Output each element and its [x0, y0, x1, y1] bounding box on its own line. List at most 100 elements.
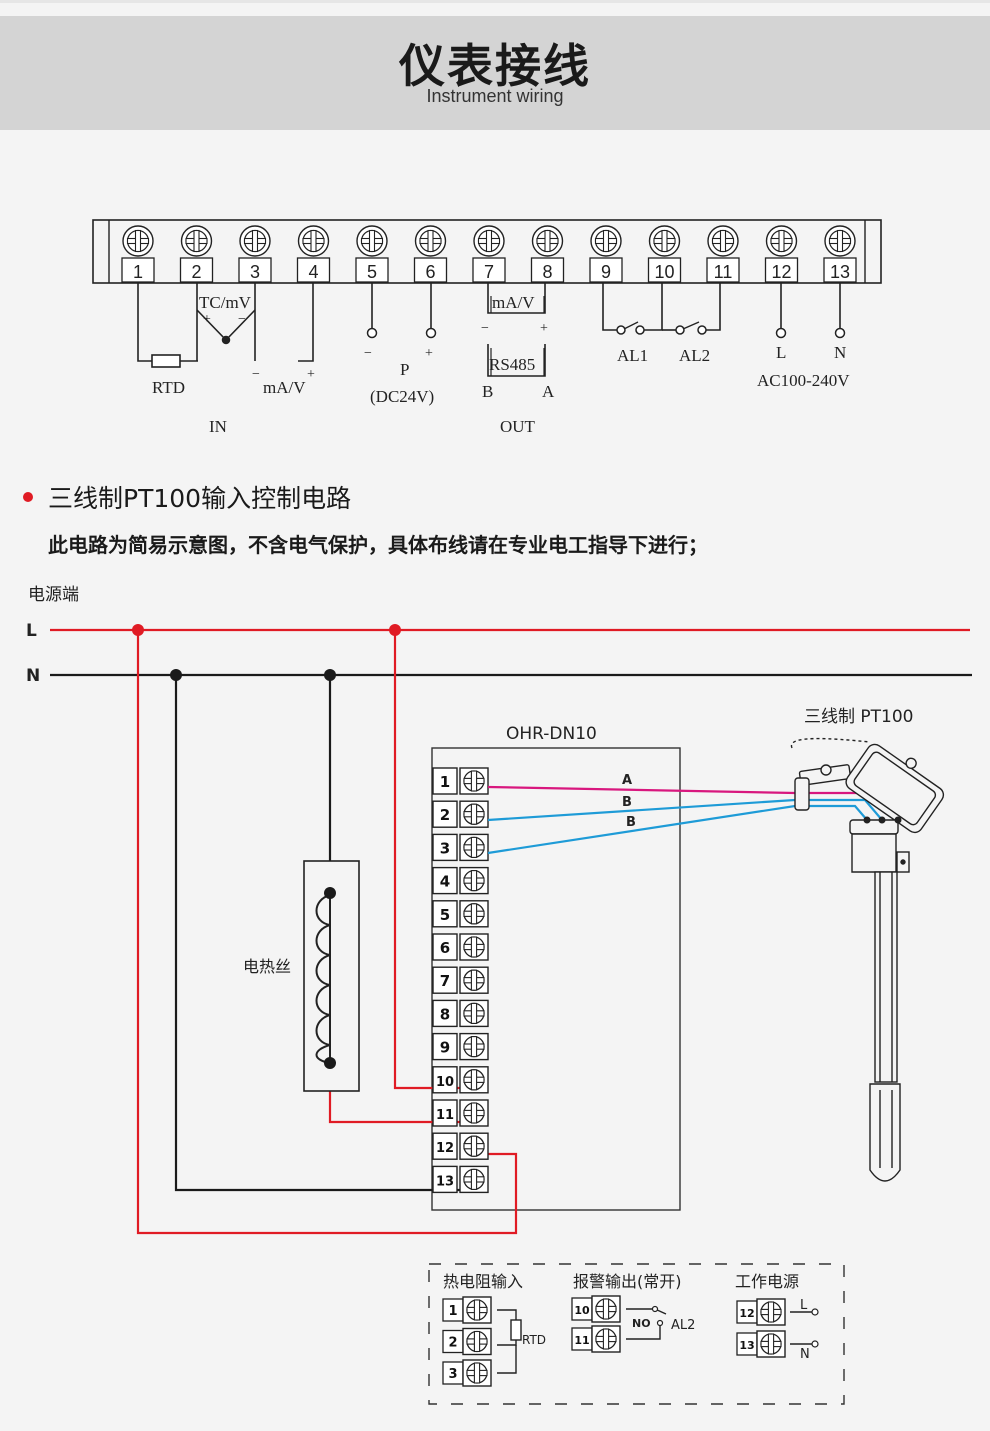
header-banner	[0, 16, 990, 130]
wire-labels: A B B	[622, 773, 636, 830]
mav-out-plus: +	[540, 321, 548, 336]
strip-labels: TC/mV + − RTD − mA/V + − + P (DC24V) mA/…	[152, 293, 850, 436]
strip-terminal-9: 9	[589, 225, 623, 283]
controller-terminal-number: 13	[436, 1174, 454, 1189]
rs485-label: RS485	[489, 355, 535, 374]
legend-n-label: N	[800, 1347, 810, 1362]
wire-b1-label: B	[622, 795, 632, 810]
al2-label: AL2	[679, 346, 710, 365]
heater-label: 电热丝	[243, 957, 291, 976]
legend-terminal-number: 12	[739, 1307, 754, 1320]
strip-terminal-5: 5	[355, 225, 389, 283]
strip-terminal-7: 7	[472, 225, 506, 283]
legend-contacts	[651, 1305, 819, 1348]
legend-terminal-number: 13	[739, 1339, 754, 1352]
strip-terminal-number: 2	[191, 262, 201, 282]
strip-terminal-11: 11	[706, 225, 740, 283]
strip-terminal-number: 11	[714, 262, 733, 282]
line-l-label: L	[26, 621, 37, 641]
in-label: IN	[209, 417, 227, 436]
strip-terminal-6: 6	[413, 225, 448, 283]
strip-terminal-number: 3	[250, 262, 260, 282]
n-label: N	[834, 343, 846, 362]
strip-terminal-number: 7	[484, 262, 494, 282]
legend-al2-label: AL2	[671, 1318, 695, 1333]
controller-terminal-number: 2	[440, 806, 450, 824]
dc24v-label: (DC24V)	[370, 387, 434, 406]
controller-terminal-5: 5	[432, 900, 489, 928]
strip-terminal-number: 1	[133, 262, 143, 282]
section-note: 此电路为简易示意图，不含电气保护，具体布线请在专业电工指导下进行；	[48, 533, 708, 557]
legend-l-label: L	[800, 1298, 808, 1313]
mav-in-minus: −	[252, 367, 260, 382]
controller-terminal-7: 7	[432, 966, 489, 994]
controller-terminal-number: 12	[436, 1141, 454, 1156]
top-divider	[0, 0, 990, 3]
strip-terminal-number: 13	[830, 262, 850, 282]
controller-terminal-number: 10	[436, 1075, 454, 1090]
controller-terminal-13: 13	[432, 1165, 489, 1194]
legend-no-label: NO	[632, 1317, 651, 1330]
strip-terminal-8: 8	[530, 225, 565, 283]
controller-terminal-number: 4	[440, 873, 450, 891]
rs485-b: B	[482, 382, 493, 401]
legend-terminal-11: 11	[571, 1325, 621, 1353]
switch-blades	[623, 321, 700, 330]
rs485-a: A	[542, 382, 555, 401]
mav-in-label: mA/V	[263, 378, 306, 397]
strip-terminal-10: 10	[647, 225, 682, 283]
strip-terminal-number: 4	[308, 262, 318, 282]
rtd-label: RTD	[152, 378, 185, 397]
controller-terminal-number: 7	[440, 972, 450, 990]
legend-alarm-title: 报警输出(常开)	[573, 1272, 682, 1291]
legend-terminal-10: 10	[571, 1295, 621, 1323]
legend-rtd-title: 热电阻输入	[443, 1272, 523, 1291]
heater	[303, 860, 360, 1092]
strip-terminal-12: 12	[764, 225, 799, 283]
sensor-terminal-dots	[863, 816, 902, 824]
controller-terminal-9: 9	[432, 1032, 489, 1061]
tc-plus-label: +	[203, 312, 211, 327]
controller-terminal-2: 2	[432, 800, 489, 828]
power-label: 电源端	[28, 585, 79, 605]
legend-terminal-13: 13	[736, 1330, 786, 1358]
section-bullet	[23, 492, 33, 502]
junction-dots	[132, 624, 401, 681]
bracket-lines	[490, 296, 545, 376]
legend-terminal-number: 1	[448, 1304, 457, 1319]
legend-terminal-12: 12	[736, 1298, 786, 1326]
section-title: 三线制PT100输入控制电路	[48, 484, 351, 513]
neutral-wires	[174, 675, 473, 1192]
line-n-label: N	[26, 666, 40, 686]
strip-terminal-number: 5	[367, 262, 377, 282]
mav-out-minus: −	[481, 321, 489, 336]
strip-terminal-number: 10	[654, 262, 674, 282]
controller-terminal-number: 6	[440, 939, 450, 957]
controller-terminal-3: 3	[432, 833, 489, 862]
legend-box	[428, 1263, 845, 1405]
ac-label: AC100-240V	[757, 371, 850, 390]
legend-terminal-number: 2	[448, 1336, 457, 1351]
p-minus: −	[364, 346, 372, 361]
strip-terminal-1: 1	[121, 225, 155, 283]
p-label: P	[400, 360, 409, 379]
legend-terminal-2: 2	[442, 1327, 492, 1356]
device-label: OHR-DN10	[506, 724, 597, 744]
legend-terminal-number: 11	[574, 1334, 589, 1347]
strip-terminal-13: 13	[823, 225, 857, 283]
strip-terminal-number: 9	[601, 262, 611, 282]
strip-terminal-4: 4	[296, 225, 331, 283]
controller-terminal-number: 3	[440, 839, 450, 857]
controller-terminal-6: 6	[432, 933, 489, 961]
mav-in-plus: +	[307, 367, 315, 382]
controller-terminal-number: 9	[440, 1039, 450, 1057]
controller-terminal-number: 1	[440, 773, 450, 791]
controller-terminal-11: 11	[432, 1099, 489, 1127]
legend-terminal-number: 3	[448, 1367, 457, 1382]
controller-terminal-4: 4	[432, 866, 489, 895]
page-title: 仪表接线	[399, 39, 591, 93]
